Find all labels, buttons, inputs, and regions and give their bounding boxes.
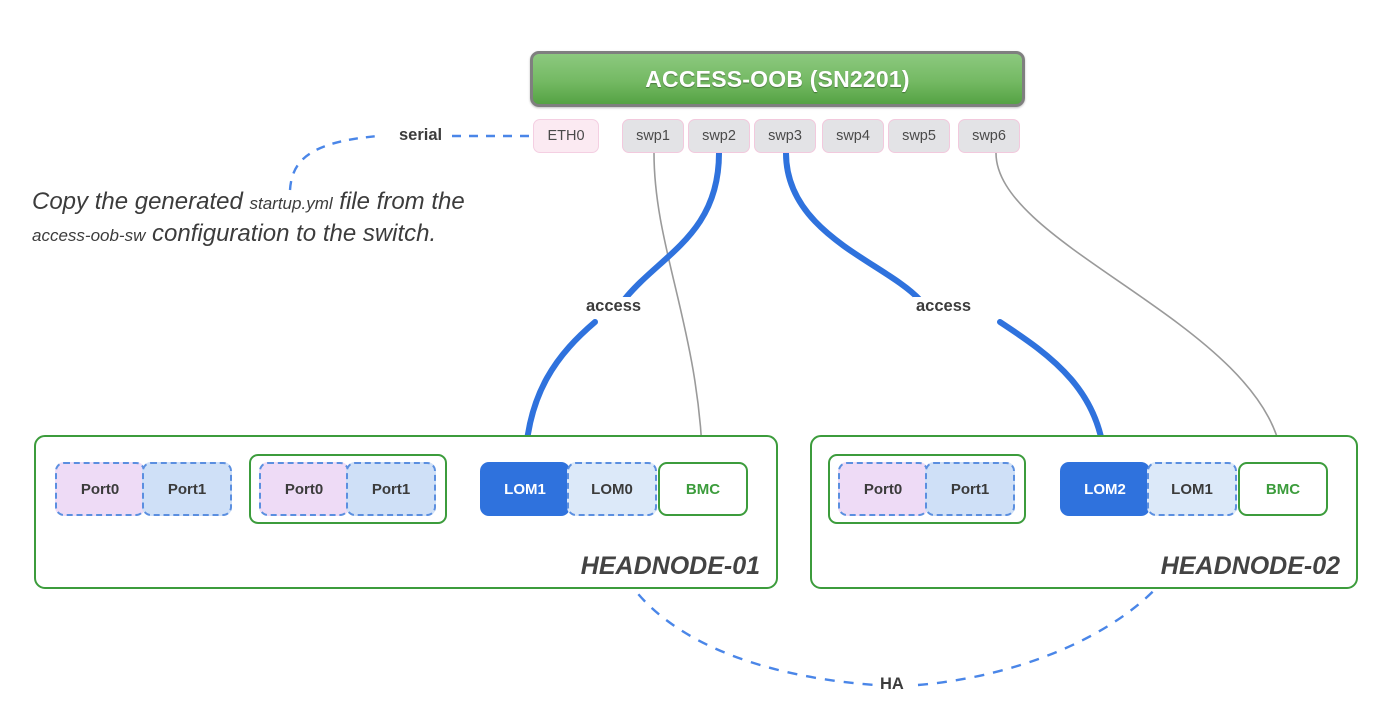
hn2-nic0-port0[interactable]: Port0 xyxy=(838,462,928,516)
note-line1-part2: file from the xyxy=(332,188,465,215)
switch-port-strip: ETH0 swp1 swp2 swp3 swp4 swp5 swp6 xyxy=(530,119,1025,153)
switch-chassis[interactable]: ACCESS-OOB (SN2201) xyxy=(530,51,1025,107)
hn1-nic1-port1-label: Port1 xyxy=(371,480,411,498)
switch-port-eth0[interactable]: ETH0 xyxy=(533,119,599,153)
switch-port-swp6-label: swp6 xyxy=(972,128,1006,144)
wire-swp6-to-bmc2 xyxy=(995,152,1284,473)
wire-swp3-to-lom2 xyxy=(783,150,923,303)
hn1-nic1-port0[interactable]: Port0 xyxy=(259,462,349,516)
switch-port-swp1[interactable]: swp1 xyxy=(622,119,684,153)
hn2-lom2-label: LOM2 xyxy=(1084,480,1126,498)
wire-swp2-to-lom1 xyxy=(621,150,722,303)
headnode-01-label: HEADNODE-01 xyxy=(580,552,760,580)
hn2-lom1[interactable]: LOM1 xyxy=(1147,462,1237,516)
hn1-nic1-port0-label: Port0 xyxy=(284,480,324,498)
hn1-lom0-label: LOM0 xyxy=(591,480,633,498)
note-line1-part1: Copy the generated xyxy=(32,188,250,215)
switch-port-swp1-label: swp1 xyxy=(636,128,670,144)
hn1-nic0-port1[interactable]: Port1 xyxy=(142,462,232,516)
hn2-lom1-label: LOM1 xyxy=(1171,480,1213,498)
note-access-oob-sw: access-oob-sw xyxy=(32,225,146,245)
hn1-lom1[interactable]: LOM1 xyxy=(480,462,570,516)
switch-port-swp3[interactable]: swp3 xyxy=(754,119,816,153)
note-line2-part2: configuration to the switch. xyxy=(145,219,437,247)
hn1-nic0-port0[interactable]: Port0 xyxy=(55,462,145,516)
hn1-bmc-label: BMC xyxy=(685,480,721,498)
switch-title: ACCESS-OOB (SN2201) xyxy=(645,65,910,92)
hn1-nic0-port0-label: Port0 xyxy=(80,480,120,498)
hn2-nic0-port1-label: Port1 xyxy=(950,480,990,498)
note-startup-yml: startup.yml xyxy=(249,194,333,213)
link-label-access-left: access xyxy=(583,297,645,316)
link-label-serial: serial xyxy=(396,126,446,145)
switch-port-swp5[interactable]: swp5 xyxy=(888,119,950,153)
link-label-access-right: access xyxy=(913,297,975,316)
switch-port-swp5-label: swp5 xyxy=(902,128,936,144)
hn2-nic0-port0-label: Port0 xyxy=(863,480,903,498)
hn2-bmc-label: BMC xyxy=(1265,480,1301,498)
instruction-note: Copy the generated startup.yml file from… xyxy=(32,186,632,249)
switch-port-swp4-label: swp4 xyxy=(836,128,870,144)
hn1-bmc[interactable]: BMC xyxy=(658,462,748,516)
switch-port-swp2-label: swp2 xyxy=(702,128,736,144)
wire-serial-console xyxy=(288,134,379,191)
hn1-nic1-port1[interactable]: Port1 xyxy=(346,462,436,516)
hn2-lom2[interactable]: LOM2 xyxy=(1060,462,1150,516)
hn1-nic0-port1-label: Port1 xyxy=(167,480,207,498)
switch-port-swp3-label: swp3 xyxy=(768,128,802,144)
switch-port-swp4[interactable]: swp4 xyxy=(822,119,884,153)
link-label-ha: HA xyxy=(877,675,907,694)
switch-port-swp2[interactable]: swp2 xyxy=(688,119,750,153)
wire-swp1-to-bmc1 xyxy=(653,152,704,473)
hn2-bmc[interactable]: BMC xyxy=(1238,462,1328,516)
hn1-lom1-label: LOM1 xyxy=(504,480,546,498)
switch-port-swp6[interactable]: swp6 xyxy=(958,119,1020,153)
hn2-nic0-port1[interactable]: Port1 xyxy=(925,462,1015,516)
headnode-02-label: HEADNODE-02 xyxy=(1160,552,1340,580)
switch-port-eth0-label: ETH0 xyxy=(547,128,585,144)
hn1-lom0[interactable]: LOM0 xyxy=(567,462,657,516)
